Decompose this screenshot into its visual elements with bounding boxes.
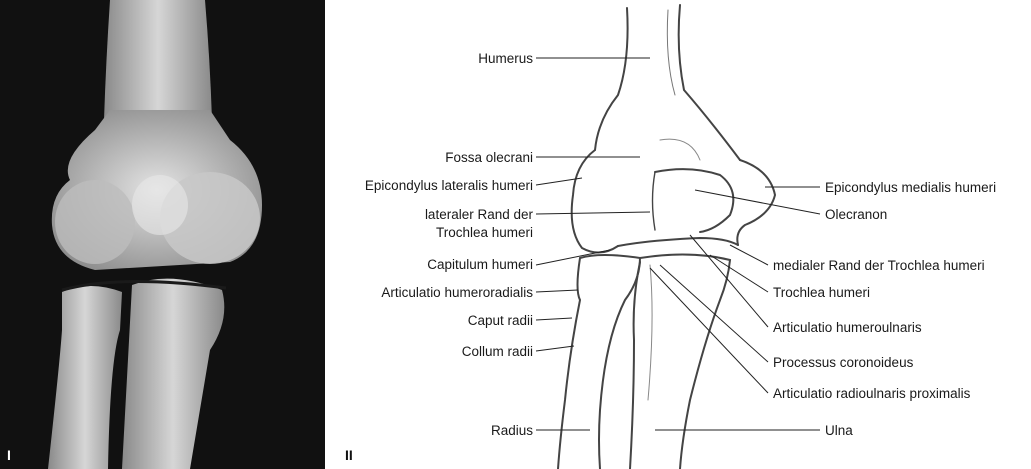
label-articulatio-humeroradialis: Articulatio humeroradialis (381, 285, 533, 300)
label-medialer-rand: medialer Rand der Trochlea humeri (773, 258, 985, 273)
label-fossa-olecrani: Fossa olecrani (445, 150, 533, 165)
label-ulna: Ulna (825, 423, 853, 438)
label-capitulum-humeri: Capitulum humeri (427, 257, 533, 272)
label-lateraler-rand-line2: Trochlea humeri (436, 225, 533, 240)
ulna-outline (640, 254, 730, 469)
label-trochlea-humeri: Trochlea humeri (773, 285, 870, 300)
label-articulatio-humeroulnaris: Articulatio humeroulnaris (773, 320, 922, 335)
label-epicondylus-medialis: Epicondylus medialis humeri (825, 180, 996, 195)
label-lateraler-rand-line1: lateraler Rand der (425, 207, 534, 222)
label-radius: Radius (491, 423, 533, 438)
bone-outlines (558, 5, 775, 469)
label-articulatio-radioulnaris: Articulatio radioulnaris proximalis (773, 386, 971, 401)
label-epicondylus-lateralis: Epicondylus lateralis humeri (365, 178, 533, 193)
drawing-panel-label: II (345, 447, 353, 463)
label-humerus: Humerus (478, 51, 533, 66)
label-processus-coronoideus: Processus coronoideus (773, 355, 914, 370)
elbow-anatomy-drawing: Humerus Fossa olecrani Epicondylus later… (325, 0, 1031, 469)
xray-panel-label: I (7, 447, 11, 463)
label-olecranon: Olecranon (825, 207, 887, 222)
label-caput-radii: Caput radii (468, 313, 533, 328)
olecranon-outline (655, 169, 733, 232)
elbow-xray-image: I (0, 0, 325, 469)
xray-humerus-shaft (104, 0, 212, 120)
label-collum-radii: Collum radii (462, 344, 533, 359)
